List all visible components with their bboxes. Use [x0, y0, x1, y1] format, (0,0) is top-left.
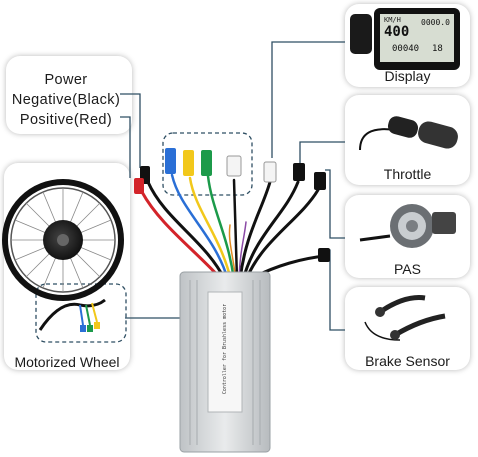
wire-connectors	[134, 148, 330, 262]
throttle-connector-line	[299, 141, 345, 166]
display-label: Display	[384, 68, 431, 84]
power-card	[6, 56, 132, 134]
display-connector-line	[271, 41, 345, 158]
power-negative-label: Negative(Black)	[11, 92, 121, 108]
power-positive-label: Positive(Red)	[19, 112, 113, 128]
display-mode-readout: KM/H	[384, 16, 401, 24]
display-time-readout: 18	[432, 44, 443, 54]
display-speed-readout: 400	[384, 24, 410, 40]
throttle-image	[359, 116, 458, 151]
pas-label: PAS	[394, 261, 421, 277]
pas-image	[359, 204, 456, 248]
throttle-label: Throttle	[383, 166, 432, 182]
controller-box	[179, 271, 271, 453]
brake-sensor-label: Brake Sensor	[365, 353, 450, 369]
motorized-wheel-label: Motorized Wheel	[14, 354, 120, 370]
power-label-group: Power Negative(Black) Positive(Red)	[10, 70, 122, 130]
power-positive-line	[120, 116, 131, 178]
wheel-cable-inset	[38, 298, 106, 332]
pas-connector-line	[325, 169, 345, 239]
display-trip-readout: 0000.0	[421, 18, 450, 27]
dashed-connector-frame	[162, 132, 253, 196]
controller-face-text: Controller for Brushless motor	[222, 303, 228, 395]
black-power-wire	[146, 180, 227, 282]
power-title: Power	[44, 72, 88, 88]
controller-wires	[140, 173, 327, 282]
power-negative-line	[120, 93, 141, 168]
display-device-image	[350, 8, 460, 70]
brake-sensor-image	[364, 295, 446, 341]
red-power-wire	[140, 190, 224, 282]
display-odo-readout: 00040	[392, 44, 420, 54]
motorized-wheel-image	[2, 179, 124, 301]
